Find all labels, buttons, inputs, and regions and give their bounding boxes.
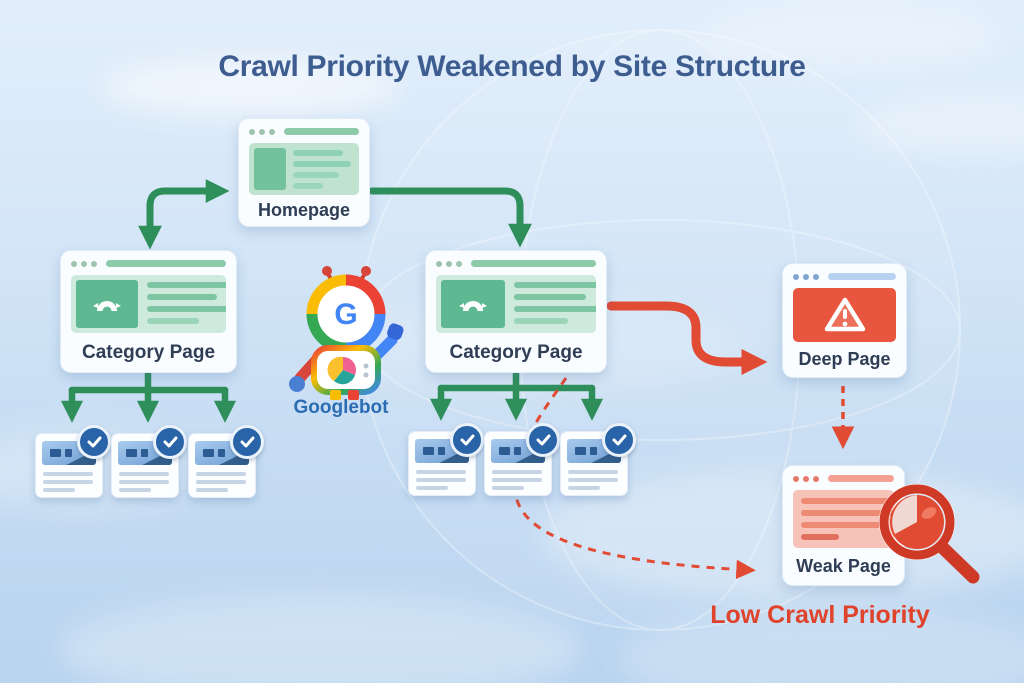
- svg-text:G: G: [334, 298, 357, 331]
- low-crawl-priority-label: Low Crawl Priority: [710, 601, 930, 629]
- category-page-right-label: Category Page: [449, 341, 583, 363]
- googlebot-robot-icon: G: [289, 266, 404, 400]
- browser-dot-icon: [446, 260, 452, 267]
- check-circle-icon: [450, 423, 484, 457]
- homepage-card: Homepage: [238, 118, 370, 227]
- address-bar: [471, 260, 596, 267]
- browser-dot-icon: [456, 260, 462, 267]
- browser-chrome: [783, 264, 906, 284]
- crawled-page-thumbnail: [484, 423, 560, 496]
- deep-page-label: Deep Page: [798, 349, 891, 369]
- browser-chrome: [783, 466, 904, 486]
- browser-dot-icon: [793, 475, 799, 482]
- homepage-label: Homepage: [257, 200, 351, 220]
- page-preview: [249, 143, 359, 195]
- browser-dot-icon: [259, 128, 265, 135]
- category-page-left-card: Category Page: [60, 250, 237, 373]
- deep-page-card: Deep Page: [782, 263, 907, 378]
- weak-page-card: Weak Page: [782, 465, 905, 586]
- arrow-homepage-categoryright: [368, 187, 532, 248]
- branch-categoryright-subpages: [429, 367, 604, 421]
- crawled-page-thumbnail: [111, 425, 187, 498]
- image-placeholder-icon: [93, 301, 121, 311]
- crawled-page-thumbnail: [35, 425, 111, 498]
- warning-triangle-icon: [824, 297, 865, 332]
- category-page-left-label: Category Page: [81, 341, 216, 363]
- weak-page-label: Weak Page: [796, 556, 891, 576]
- cloud-shape: [700, 6, 1000, 70]
- check-circle-icon: [230, 425, 264, 459]
- page-title: Crawl Priority Weakened by Site Structur…: [218, 50, 806, 83]
- browser-dot-icon: [269, 128, 275, 135]
- browser-chrome: [426, 251, 606, 271]
- browser-dot-icon: [71, 260, 77, 267]
- page-preview: [793, 490, 894, 548]
- check-circle-icon: [526, 423, 560, 457]
- arrow-categoryleft-homepage: [138, 179, 230, 250]
- browser-dot-icon: [803, 475, 809, 482]
- browser-dot-icon: [81, 260, 87, 267]
- browser-dot-icon: [813, 475, 819, 482]
- googlebot-label: Googlebot: [293, 397, 389, 418]
- crawled-page-thumbnail: [188, 425, 264, 498]
- cloud-shape: [100, 58, 400, 116]
- check-circle-icon: [153, 425, 187, 459]
- address-bar: [828, 475, 894, 482]
- browser-chrome: [61, 251, 236, 271]
- page-preview: [793, 288, 896, 342]
- browser-dot-icon: [249, 128, 255, 135]
- cloud-shape: [60, 595, 580, 683]
- address-bar: [828, 273, 896, 280]
- image-placeholder-icon: [459, 301, 487, 311]
- browser-dot-icon: [813, 273, 819, 280]
- browser-dot-icon: [91, 260, 97, 267]
- check-circle-icon: [602, 423, 636, 457]
- browser-dot-icon: [803, 273, 809, 280]
- magnifier-icon: [879, 484, 980, 584]
- crawled-page-thumbnail: [560, 423, 636, 496]
- address-bar: [284, 128, 359, 135]
- arrow-categoryright-weakpage-dashed: [513, 377, 756, 580]
- branch-categoryleft-subpages: [60, 367, 237, 423]
- check-circle-icon: [77, 425, 111, 459]
- page-preview: [71, 275, 226, 333]
- page-preview: [436, 275, 596, 333]
- address-bar: [106, 260, 226, 267]
- browser-dot-icon: [436, 260, 442, 267]
- arrow-categoryright-deeppage: [606, 301, 768, 376]
- browser-dot-icon: [793, 273, 799, 280]
- crawled-page-thumbnail: [408, 423, 484, 496]
- browser-chrome: [239, 119, 369, 139]
- category-page-right-card: Category Page: [425, 250, 607, 373]
